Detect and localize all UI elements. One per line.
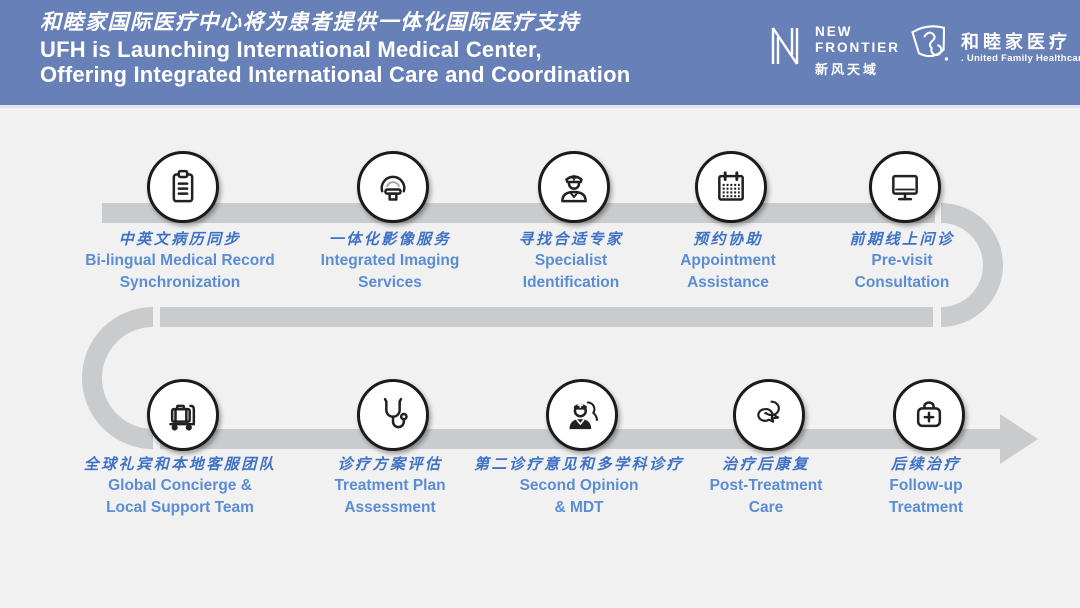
mri-scanner-icon bbox=[380, 175, 406, 201]
label-zh: 治疗后康复 bbox=[722, 455, 810, 473]
node-specialist bbox=[538, 151, 610, 223]
label-zh: 中英文病历同步 bbox=[118, 230, 242, 248]
monitor-icon bbox=[892, 174, 918, 201]
doctor-icon bbox=[561, 174, 587, 203]
label-zh: 第二诊疗意见和多学科诊疗 bbox=[473, 455, 684, 473]
calendar-icon bbox=[718, 171, 744, 201]
node-follow-up bbox=[893, 379, 965, 451]
node-treatment-plan bbox=[357, 379, 429, 451]
label-imaging: 一体化影像服务 Integrated Imaging Services bbox=[280, 228, 500, 294]
header-banner: 和睦家国际医疗中心将为患者提供一体化国际医疗支持 UFH is Launchin… bbox=[0, 0, 1080, 105]
slide-title-en-line1: UFH is Launching International Medical C… bbox=[40, 37, 542, 62]
label-previsit: 前期线上问诊 Pre-visit Consultation bbox=[792, 228, 1012, 294]
node-concierge bbox=[147, 379, 219, 451]
label-zh: 全球礼宾和本地客服团队 bbox=[83, 455, 277, 473]
new-frontier-line2: FRONTIER bbox=[815, 40, 900, 55]
header-divider bbox=[0, 105, 1080, 108]
flow-curve-right bbox=[940, 203, 1003, 327]
label-en: Pre-visit Consultation bbox=[854, 252, 950, 291]
new-frontier-line1: NEW bbox=[815, 24, 853, 39]
slide-title-zh: 和睦家国际医疗中心将为患者提供一体化国际医疗支持 bbox=[40, 9, 580, 34]
label-en: Global Concierge & Local Support Team bbox=[106, 477, 254, 516]
new-frontier-wordmark: NEW FRONTIER 新风天域 bbox=[815, 24, 900, 78]
label-zh: 寻找合适专家 bbox=[518, 230, 624, 248]
flow-band-middle bbox=[160, 307, 933, 327]
label-zh: 预约协助 bbox=[692, 230, 763, 248]
label-appointment: 预约协助 Appointment Assistance bbox=[618, 228, 838, 294]
slide-title: 和睦家国际医疗中心将为患者提供一体化国际医疗支持 UFH is Launchin… bbox=[40, 7, 630, 87]
node-previsit bbox=[869, 151, 941, 223]
node-second-opinion bbox=[546, 379, 618, 451]
label-treatment-plan: 诊疗方案评估 Treatment Plan Assessment bbox=[280, 453, 500, 519]
stethoscope-icon bbox=[383, 397, 408, 429]
label-specialist: 寻找合适专家 Specialist Identification bbox=[461, 228, 681, 294]
node-imaging bbox=[357, 151, 429, 223]
label-follow-up: 后续治疗 Follow-up Treatment bbox=[816, 453, 1036, 519]
label-zh: 前期线上问诊 bbox=[849, 230, 955, 248]
chat-bubbles-icon bbox=[757, 400, 780, 423]
ufh-en: . United Family Healthcare bbox=[961, 52, 1080, 64]
ufh-logo: 和睦家医疗 . United Family Healthcare bbox=[905, 22, 1080, 72]
ufh-shield-icon bbox=[911, 25, 949, 61]
flow-curve-left bbox=[82, 307, 154, 449]
slide-title-en-line2: Offering Integrated International Care a… bbox=[40, 62, 631, 87]
new-frontier-n-icon bbox=[771, 27, 799, 65]
new-frontier-zh: 新风天域 bbox=[815, 62, 880, 77]
label-en: Follow-up Treatment bbox=[888, 477, 964, 516]
node-appointment bbox=[695, 151, 767, 223]
luggage-cart-icon bbox=[169, 404, 196, 431]
label-zh: 后续治疗 bbox=[890, 455, 961, 473]
label-en: Post-Treatment Care bbox=[709, 477, 823, 516]
second-opinion-icon bbox=[569, 401, 599, 430]
label-en: Second Opinion & MDT bbox=[519, 477, 639, 516]
flow-band-top bbox=[102, 203, 935, 223]
label-second-opinion: 第二诊疗意见和多学科诊疗 Second Opinion & MDT bbox=[469, 453, 689, 519]
label-post-treatment: 治疗后康复 Post-Treatment Care bbox=[656, 453, 876, 519]
clipboard-icon bbox=[172, 169, 194, 203]
node-post-treatment bbox=[733, 379, 805, 451]
label-zh: 一体化影像服务 bbox=[328, 230, 452, 248]
ufh-wordmark: 和睦家医疗 . United Family Healthcare bbox=[961, 31, 1080, 64]
new-frontier-logo: NEW FRONTIER 新风天域 bbox=[765, 24, 900, 78]
label-en: Bi-lingual Medical Record Synchronizatio… bbox=[85, 252, 275, 291]
label-en: Appointment Assistance bbox=[680, 252, 776, 291]
label-zh: 诊疗方案评估 bbox=[337, 455, 443, 473]
label-en: Specialist Identification bbox=[522, 252, 620, 291]
ufh-zh: 和睦家医疗 bbox=[961, 31, 1071, 52]
label-en: Integrated Imaging Services bbox=[320, 252, 460, 291]
label-medical-record: 中英文病历同步 Bi-lingual Medical Record Synchr… bbox=[70, 228, 290, 294]
label-concierge: 全球礼宾和本地客服团队 Global Concierge & Local Sup… bbox=[70, 453, 290, 519]
node-medical-record bbox=[147, 151, 219, 223]
flow-arrowhead bbox=[1000, 414, 1038, 464]
medical-kit-icon bbox=[916, 401, 942, 428]
label-en: Treatment Plan Assessment bbox=[334, 477, 446, 516]
